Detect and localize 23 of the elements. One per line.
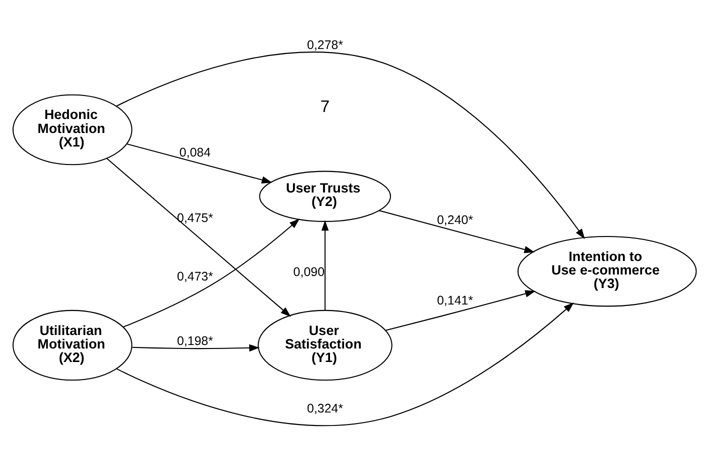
edge-label: 0,084: [179, 144, 211, 159]
arrow: [116, 51, 585, 239]
edge-label: 0,141*: [436, 292, 474, 307]
edge-label: 0,473*: [177, 268, 214, 283]
node-ellipse: Utilitarian Motivation (X2): [12, 309, 132, 380]
arrow: [126, 142, 272, 183]
arrow: [385, 290, 536, 330]
edge-label: 0,475*: [177, 210, 214, 224]
arrow: [132, 344, 260, 352]
edge-label: 0,278*: [307, 38, 344, 52]
arrow: [123, 218, 300, 328]
edge-label: 0,090: [293, 264, 325, 279]
arrow: [321, 220, 329, 310]
arrow: [116, 302, 574, 426]
arrow: [106, 157, 291, 316]
edge-label: 0,198*: [177, 333, 214, 348]
node-ellipse: User Satisfaction (Y1): [258, 309, 392, 380]
label: 7: [320, 96, 330, 116]
node-ellipse: Intention to Use e-commerce (Y3): [517, 235, 697, 306]
arrow: [378, 210, 535, 253]
edge-label: 0,240*: [436, 212, 474, 227]
node-ellipse: Hedonic Motivation (X1): [12, 94, 132, 165]
edge-label: 0,324*: [307, 401, 344, 416]
